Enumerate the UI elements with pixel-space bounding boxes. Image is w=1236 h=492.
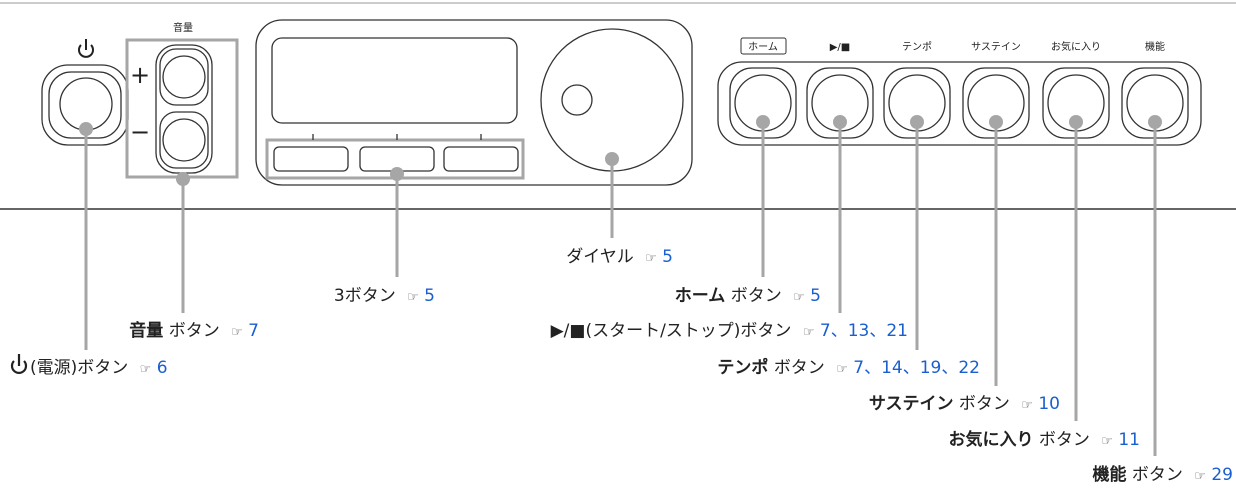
power-leader-dot bbox=[79, 122, 93, 136]
function-callout-mark: ☞ bbox=[1194, 469, 1206, 484]
power-icon bbox=[78, 39, 94, 58]
play-stop-callout-name: ▶/■(スタート/ストップ)ボタン bbox=[551, 321, 792, 341]
function-buttons-section: ホーム ▶/■ テンポ サステイン お気に入り 機能 bbox=[717, 37, 1202, 146]
home-leader-dot bbox=[756, 115, 770, 129]
home-callout-name: ボタン bbox=[731, 286, 782, 306]
lcd-screen bbox=[271, 37, 518, 124]
dial-leader-dot bbox=[605, 152, 619, 166]
dial-callout-mark: ☞ bbox=[645, 251, 657, 266]
power-callout: (電源)ボタン ☞ 6 bbox=[30, 358, 168, 378]
favorite-top-label: お気に入り bbox=[1051, 40, 1101, 53]
power-button-group bbox=[41, 39, 129, 146]
volume-callout: 音量 ボタン ☞ 7 bbox=[129, 320, 259, 341]
dial-knob bbox=[561, 84, 593, 116]
function-top-label: 機能 bbox=[1145, 40, 1165, 53]
favorite-callout-page: 11 bbox=[1118, 430, 1140, 450]
button-bar-frame bbox=[717, 61, 1202, 146]
three-buttons-callout-mark: ☞ bbox=[407, 290, 419, 305]
three-buttons-callout-name: 3ボタン bbox=[334, 286, 396, 306]
play-stop-callout: ▶/■(スタート/ストップ)ボタン ☞ 7、13、21 bbox=[551, 321, 908, 341]
power-callout-group: (電源)ボタン ☞ 6 bbox=[10, 354, 168, 378]
home-callout-bold: ホーム bbox=[675, 286, 726, 306]
play-stop-callout-mark: ☞ bbox=[803, 325, 815, 340]
plus-sign: + bbox=[130, 61, 150, 89]
function-leader-dot bbox=[1148, 115, 1162, 129]
tempo-callout-name: ボタン bbox=[774, 358, 825, 378]
tempo-callout-pages: 7、14、19、22 bbox=[853, 358, 980, 378]
volume-callout-bold: 音量 bbox=[129, 320, 163, 341]
home-label-box bbox=[740, 37, 787, 55]
favorite-callout-mark: ☞ bbox=[1101, 434, 1113, 449]
tempo-top-label: テンポ bbox=[902, 41, 932, 53]
play-stop-top-label: ▶/■ bbox=[830, 42, 851, 53]
volume-top-label: 音量 bbox=[173, 21, 193, 34]
tempo-leader-dot bbox=[910, 115, 924, 129]
volume-button-group: 音量 + − bbox=[125, 21, 239, 179]
function-callout-bold: 機能 bbox=[1092, 464, 1126, 485]
callout-labels: ダイヤル ☞ 5 3ボタン ☞ 5 ホーム ボタン ☞ 5 音量 ボタン ☞ 7… bbox=[10, 247, 1233, 485]
power-callout-name: (電源)ボタン bbox=[30, 358, 128, 378]
sustain-callout-page: 10 bbox=[1038, 394, 1060, 414]
sustain-callout: サステイン ボタン ☞ 10 bbox=[869, 394, 1060, 414]
home-callout-page: 5 bbox=[810, 286, 821, 306]
leader-lines bbox=[79, 115, 1162, 456]
function-callout-page: 29 bbox=[1211, 465, 1233, 485]
play-stop-leader-dot bbox=[833, 115, 847, 129]
soft-button-1[interactable] bbox=[273, 146, 349, 172]
power-callout-mark: ☞ bbox=[140, 362, 152, 377]
tempo-callout-bold: テンポ bbox=[717, 357, 768, 378]
function-callout-name: ボタン bbox=[1132, 465, 1183, 485]
home-top-label: ホーム bbox=[748, 41, 778, 53]
favorite-leader-dot bbox=[1069, 115, 1083, 129]
minus-sign: − bbox=[130, 118, 150, 146]
sustain-callout-bold: サステイン bbox=[869, 394, 954, 414]
favorite-callout: お気に入り ボタン ☞ 11 bbox=[948, 429, 1140, 450]
sustain-top-label: サステイン bbox=[971, 41, 1021, 53]
tempo-callout: テンポ ボタン ☞ 7、14、19、22 bbox=[717, 357, 980, 378]
home-callout: ホーム ボタン ☞ 5 bbox=[675, 286, 821, 306]
volume-callout-mark: ☞ bbox=[231, 325, 243, 340]
dial-callout: ダイヤル ☞ 5 bbox=[566, 247, 673, 267]
dial-callout-name: ダイヤル bbox=[566, 247, 634, 267]
function-callout: 機能 ボタン ☞ 29 bbox=[1092, 464, 1233, 485]
volume-leader-dot bbox=[176, 172, 190, 186]
volume-callout-name: ボタン bbox=[169, 321, 220, 341]
three-buttons-callout-page: 5 bbox=[424, 286, 435, 306]
home-callout-mark: ☞ bbox=[793, 290, 805, 305]
play-stop-callout-pages: 7、13、21 bbox=[820, 321, 908, 341]
tempo-callout-mark: ☞ bbox=[836, 362, 848, 377]
sustain-callout-mark: ☞ bbox=[1021, 398, 1033, 413]
three-buttons-callout: 3ボタン ☞ 5 bbox=[334, 286, 435, 306]
three-buttons-leader-dot bbox=[390, 167, 404, 181]
favorite-callout-bold: お気に入り bbox=[948, 429, 1033, 450]
volume-up-button[interactable] bbox=[162, 55, 206, 99]
soft-button-3[interactable] bbox=[443, 146, 519, 172]
dial-callout-page: 5 bbox=[662, 247, 673, 267]
volume-down-button[interactable] bbox=[162, 118, 206, 162]
favorite-callout-name: ボタン bbox=[1039, 430, 1090, 450]
power-callout-icon bbox=[10, 354, 28, 374]
sustain-callout-name: ボタン bbox=[959, 394, 1010, 414]
power-callout-page: 6 bbox=[157, 358, 168, 378]
display-panel-frame bbox=[255, 19, 693, 186]
volume-callout-page: 7 bbox=[248, 321, 259, 341]
display-section bbox=[255, 19, 693, 186]
sustain-leader-dot bbox=[989, 115, 1003, 129]
